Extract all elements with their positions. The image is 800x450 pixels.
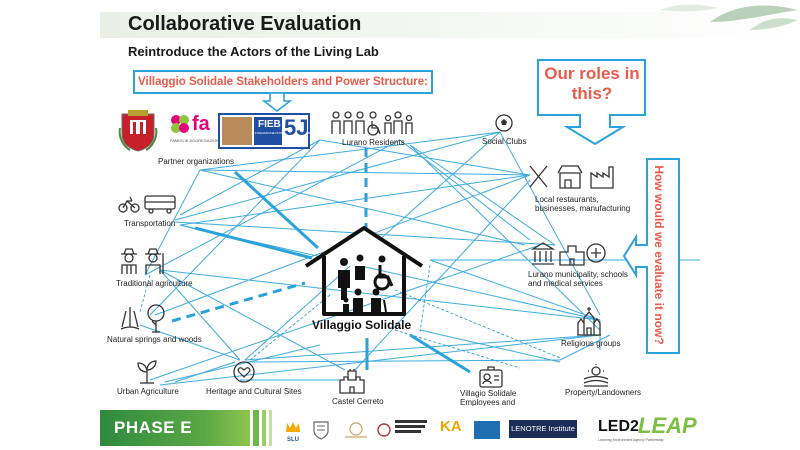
fieb-logo: FIEB FONDAZIONE ISTITUTO EDUCATIVO BERGA… [218, 113, 323, 149]
footer-stripe [253, 410, 259, 446]
municipal-crest-icon [118, 110, 158, 152]
phase-label: PHASE E [114, 418, 193, 437]
leap-logo-subtext: Learning Environment Agency Partnership [598, 438, 664, 442]
slu-crown-icon [286, 422, 300, 432]
title-bar [100, 12, 800, 38]
house-community-icon [304, 226, 424, 316]
bike-bus-icon [118, 195, 176, 214]
stakeholders-callout-text: Villaggio Solidale Stakeholders and Powe… [138, 76, 428, 88]
led2-logo-text: LED2 [598, 418, 639, 435]
social-clubs-label: Social Clubs [482, 137, 527, 146]
five-j-logo-text: 5J [284, 115, 309, 140]
evaluate-callout-shape [622, 158, 680, 354]
springs-woods-label: Natural springs and woods [107, 335, 202, 344]
slide-title: Collaborative Evaluation [128, 13, 362, 35]
municipality-school-medical-icon [530, 242, 606, 266]
religious-groups-label: Religious groups [561, 339, 621, 348]
fa-logo-subtext: FAMIGLIE AGGREGAZIONE [170, 138, 222, 143]
bank-logo [395, 420, 435, 433]
field-sun-icon [583, 364, 609, 387]
fa-logo-text: fa [192, 113, 210, 135]
footer-stripe [262, 410, 266, 446]
local-business-label: Local restaurants, businesses, manufactu… [535, 195, 631, 214]
lenotre-logo: LENOTRE Institute [509, 420, 577, 438]
partner-logo-icon [345, 422, 367, 438]
farmers-icon [121, 248, 164, 274]
leaf-decoration-icon [660, 4, 798, 30]
sprout-icon [137, 360, 157, 384]
heart-circle-icon [233, 361, 255, 383]
property-label: Property/Landowners [565, 388, 642, 397]
stakeholders-callout: Villaggio Solidale Stakeholders and Powe… [133, 70, 433, 94]
id-badge-icon [479, 366, 503, 388]
partner-organizations-label: Partner organizations [158, 157, 235, 166]
residents-people-icon [331, 111, 413, 136]
fieb-logo-subtext: FONDAZIONE ISTITUTO EDUCATIVO BERGAMO [255, 131, 324, 135]
restaurant-shop-factory-icon [529, 165, 614, 189]
leap-logo-text: LEAP [638, 413, 697, 438]
phase-banner: PHASE E [100, 410, 250, 446]
castel-cerreto-label: Castel Cerreto [332, 397, 384, 406]
slu-logo-text: SLU [287, 436, 299, 443]
transportation-label: Transportation [124, 219, 176, 228]
urban-agriculture-label: Urban Agriculture [117, 387, 179, 396]
residents-label: Lurano Residents [342, 138, 405, 147]
soccer-ball-icon [495, 114, 513, 132]
down-arrow-icon [262, 92, 292, 112]
springs-woods-icon [120, 304, 165, 333]
roles-callout-text: Our roles in this? [544, 64, 640, 103]
church-icon [577, 307, 601, 336]
slu-logo: SLU [282, 420, 304, 443]
castle-icon [339, 369, 365, 394]
villaggio-solidale-label: Villaggio Solidale [312, 318, 412, 332]
heritage-label: Heritage and Cultural Sites [206, 387, 302, 396]
ka-logo-text: KA [440, 418, 462, 435]
partner-blue-logo [474, 421, 500, 439]
footer-stripe [269, 410, 272, 446]
university-crest-icon [313, 421, 329, 440]
seal-logo-icon [377, 423, 391, 437]
fa-flower-logo-icon [171, 115, 189, 133]
evaluate-callout-text: How would we evaluate it now? [652, 165, 666, 345]
traditional-agriculture-label: Traditional agriculture [116, 279, 193, 288]
slide-subtitle: Reintroduce the Actors of the Living Lab [128, 44, 379, 59]
municipality-label: Lurano municipality, schools and medical… [528, 270, 628, 289]
roles-callout-shape [537, 59, 646, 146]
fieb-logo-text: FIEB [258, 119, 281, 130]
